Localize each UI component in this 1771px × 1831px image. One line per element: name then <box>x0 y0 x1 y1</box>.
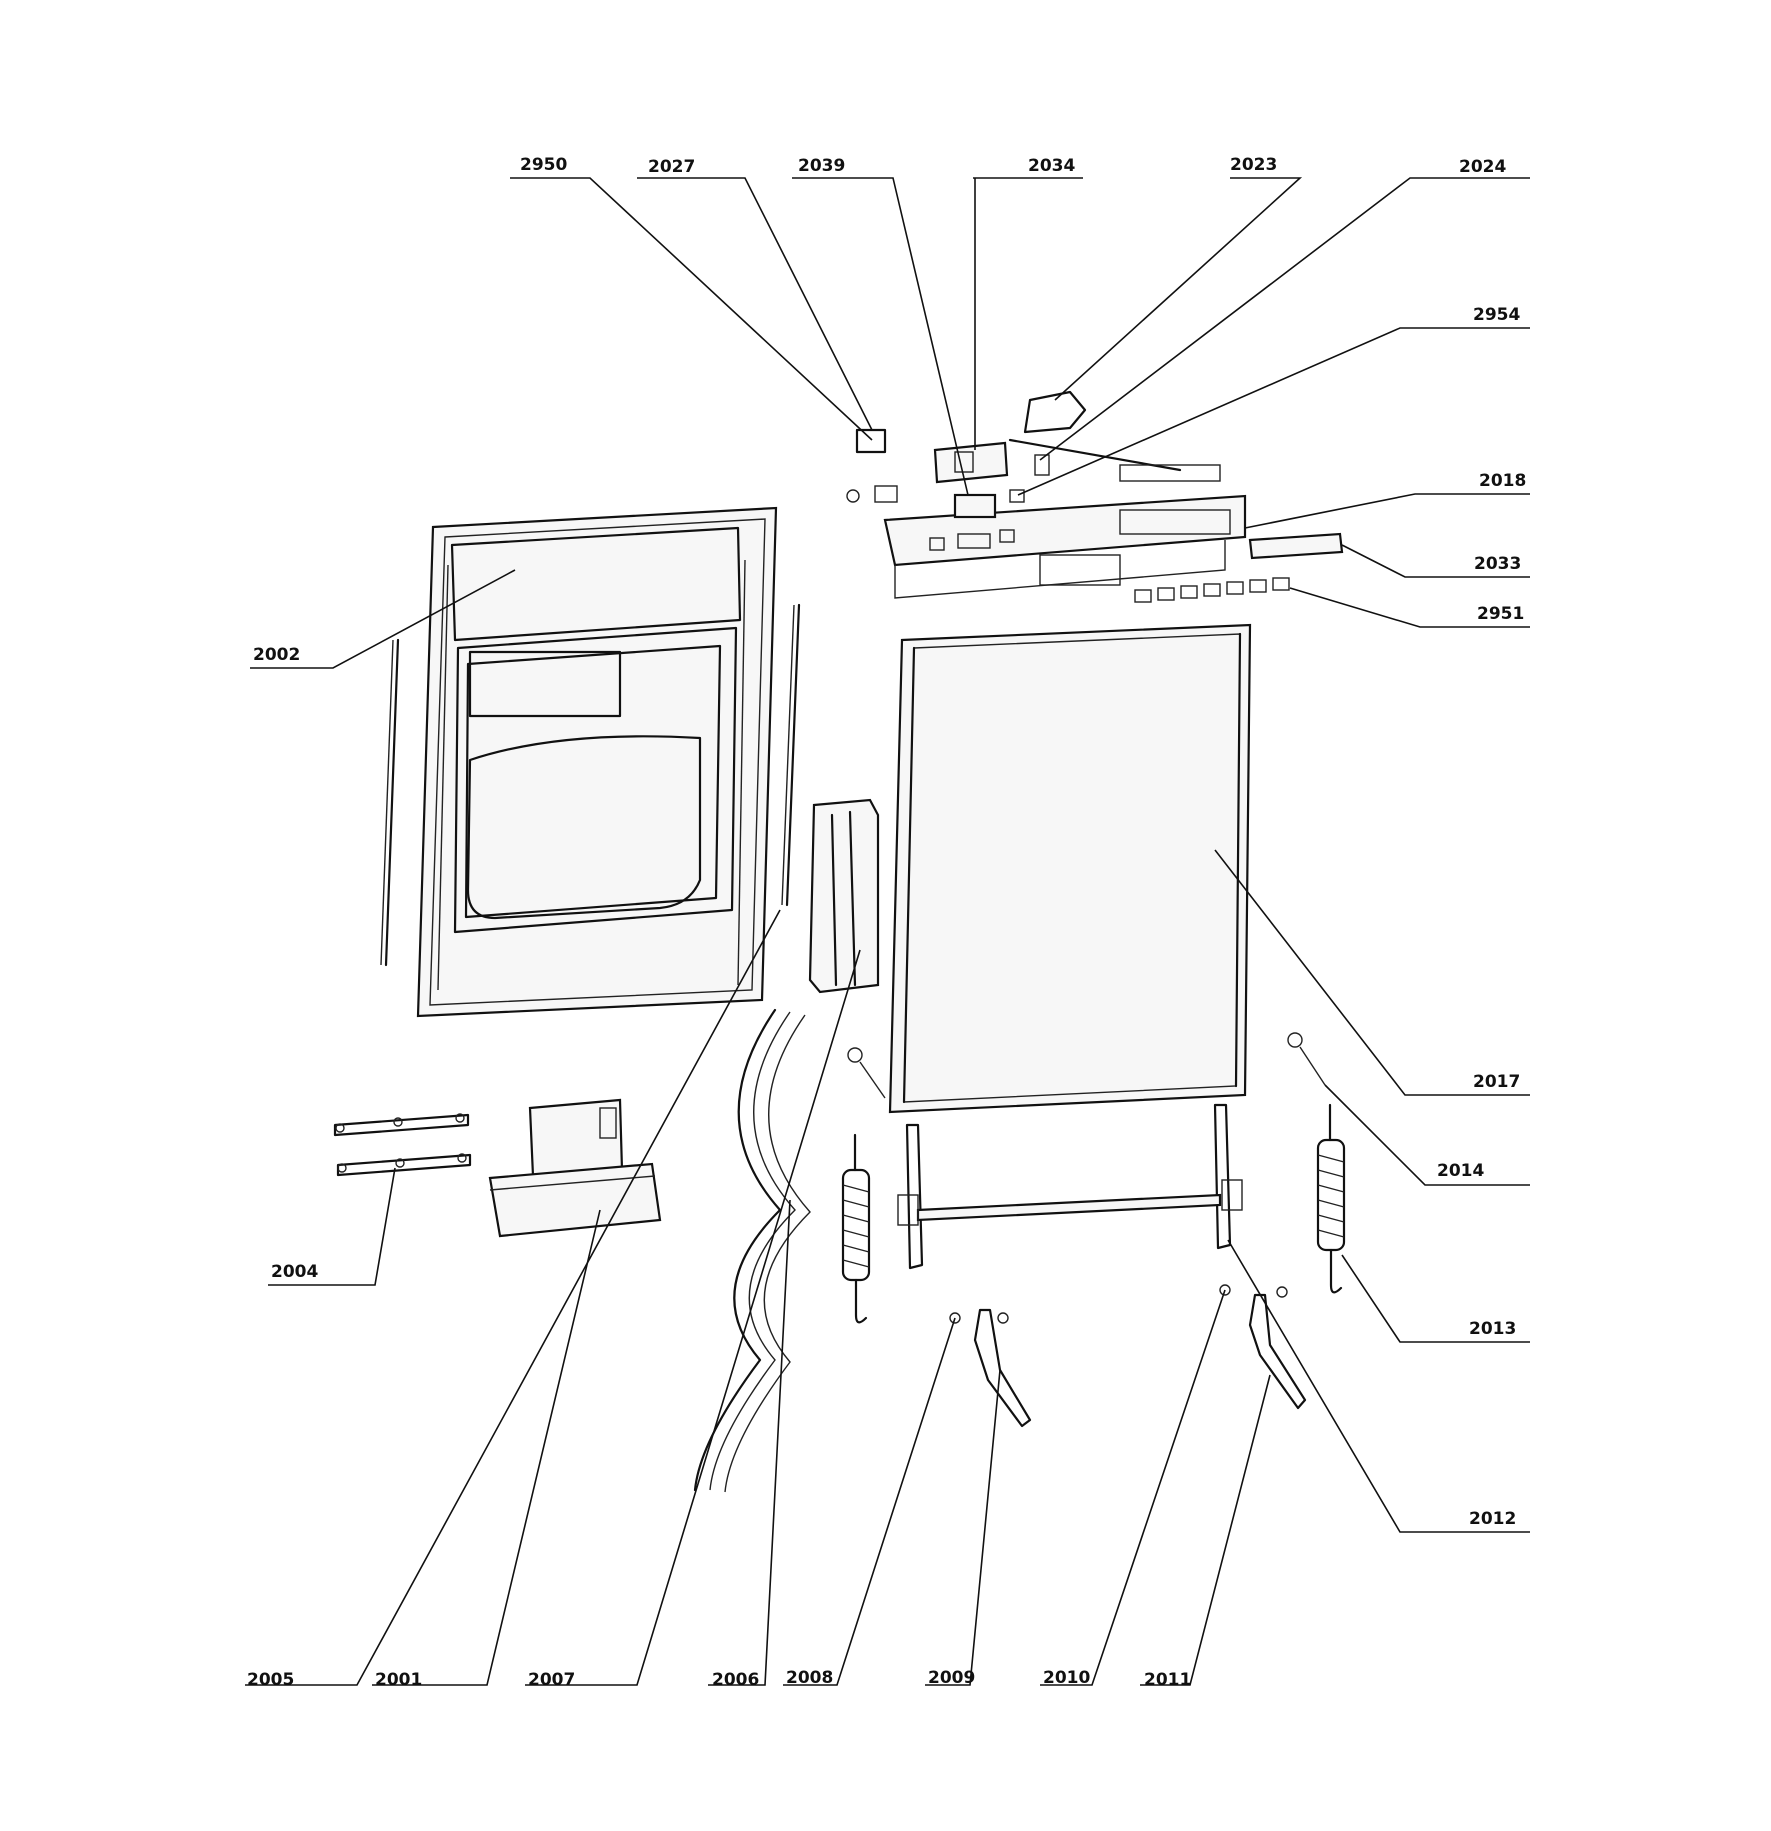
callout-2002: 2002 <box>253 645 300 665</box>
callout-2006: 2006 <box>712 1670 759 1690</box>
part-inner-door-panel <box>416 506 778 1018</box>
part-cord-right <box>1287 1032 1326 1086</box>
part-hinge-right <box>1219 1284 1307 1410</box>
part-cord-left <box>847 1047 886 1099</box>
callout-2007: 2007 <box>528 1670 575 1690</box>
part-hinge-rails <box>333 1113 472 1177</box>
callout-2039: 2039 <box>798 156 845 176</box>
callout-2001: 2001 <box>375 1670 422 1690</box>
part-display-board <box>933 441 1009 484</box>
part-spring-left <box>841 1133 871 1324</box>
callout-2951: 2951 <box>1477 604 1524 624</box>
callout-2013: 2013 <box>1469 1319 1516 1339</box>
part-dispenser-module <box>488 1098 662 1238</box>
part-display <box>953 493 997 519</box>
part-right-strip <box>781 603 801 907</box>
part-trim-strip <box>1248 532 1344 560</box>
part-outer-door <box>888 623 1252 1114</box>
part-left-strip <box>380 638 400 967</box>
leader-lines <box>245 177 1530 1686</box>
callout-2023: 2023 <box>1230 155 1277 175</box>
callout-2024: 2024 <box>1459 157 1506 177</box>
part-buttons <box>1134 577 1290 603</box>
part-switch <box>846 428 898 503</box>
callout-2034: 2034 <box>1028 156 1075 176</box>
part-side-bracket <box>808 798 880 994</box>
part-hinge-left <box>949 1308 1032 1428</box>
callout-2950: 2950 <box>520 155 567 175</box>
callout-2014: 2014 <box>1437 1161 1484 1181</box>
callout-2012: 2012 <box>1469 1509 1516 1529</box>
part-small-clip <box>1009 489 1025 503</box>
callout-2017: 2017 <box>1473 1072 1520 1092</box>
callout-2005: 2005 <box>247 1670 294 1690</box>
callout-2008: 2008 <box>786 1668 833 1688</box>
part-wire-harness <box>693 1008 811 1493</box>
callout-2004: 2004 <box>271 1262 318 1282</box>
callout-2011: 2011 <box>1144 1670 1191 1690</box>
callout-2954: 2954 <box>1473 305 1520 325</box>
callout-2018: 2018 <box>1479 471 1526 491</box>
callout-2027: 2027 <box>648 157 695 177</box>
callout-labels: 2950 2027 2039 2034 2023 2024 2954 2018 … <box>247 155 1526 1690</box>
callout-2009: 2009 <box>928 1668 975 1688</box>
part-hinge-bar <box>897 1103 1243 1270</box>
callout-2033: 2033 <box>1474 554 1521 574</box>
part-control-panel <box>883 494 1247 599</box>
callout-2010: 2010 <box>1043 1668 1090 1688</box>
part-spring-right <box>1316 1103 1346 1294</box>
part-circuit-board <box>1008 390 1221 482</box>
